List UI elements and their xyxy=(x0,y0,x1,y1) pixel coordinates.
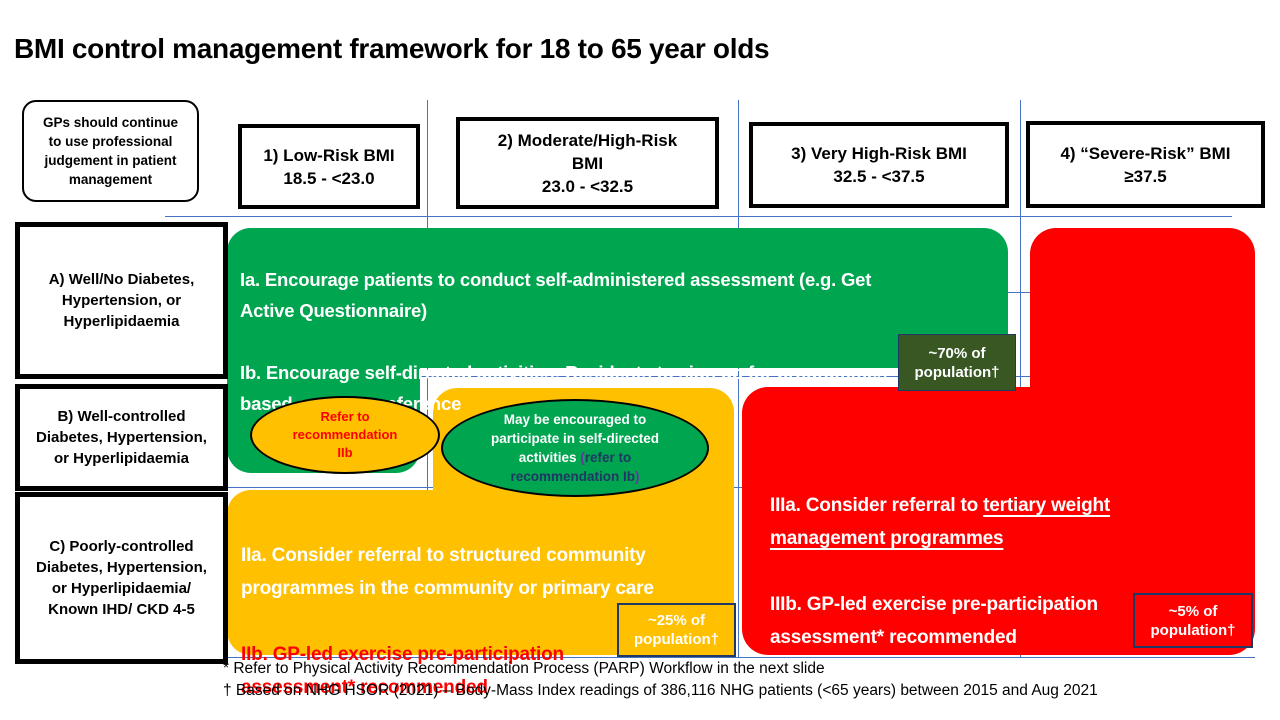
footnote-nhg-hsor: † Based on NHG HSOR (2021) – Body-Mass I… xyxy=(223,682,1098,699)
grid-vline-col1-col2 xyxy=(427,100,428,658)
recommendation-ia: Ia. Encourage patients to conduct self-a… xyxy=(240,269,872,321)
bmi-column-1-name: 1) Low-Risk BMI xyxy=(263,145,395,165)
bmi-column-2-name: 2) Moderate/High-Risk BMI xyxy=(497,130,678,173)
population-badge-5: ~5% of population† xyxy=(1133,593,1253,648)
bmi-column-4-severe-risk: 4) “Severe-Risk” BMI ≥37.5 xyxy=(1026,121,1265,208)
bmi-column-4-name: 4) “Severe-Risk” BMI xyxy=(1060,143,1231,163)
callout-self-directed-activities: May be encouraged to participate in self… xyxy=(441,399,709,497)
population-badge-70: ~70% of population† xyxy=(898,334,1016,391)
bmi-column-3-very-high-risk: 3) Very High-Risk BMI 32.5 - <37.5 xyxy=(749,122,1009,208)
recommendation-orange-text: IIa. Consider referral to structured com… xyxy=(241,506,733,720)
bmi-column-3-name: 3) Very High-Risk BMI xyxy=(791,144,967,163)
population-badge-25: ~25% of population† xyxy=(617,603,736,657)
recommendation-iiia-prefix: IIIa. Consider referral to xyxy=(770,495,984,516)
row-label-b: B) Well-controlled Diabetes, Hypertensio… xyxy=(15,384,228,491)
grid-hline-header xyxy=(165,216,1232,217)
gp-judgement-note: GPs should continue to use professional … xyxy=(22,100,199,202)
grid-vline-col2-col3 xyxy=(738,100,739,658)
page-title: BMI control management framework for 18 … xyxy=(14,33,770,64)
callout-self-directed-main: May be encouraged to participate in self… xyxy=(490,412,660,465)
callout-self-directed-text: May be encouraged to participate in self… xyxy=(491,410,659,486)
bmi-column-2-moderate-high-risk: 2) Moderate/High-Risk BMI 23.0 - <32.5 xyxy=(456,117,719,209)
bmi-column-1-low-risk: 1) Low-Risk BMI 18.5 - <23.0 xyxy=(238,124,420,209)
recommendation-iib: IIb. GP-led exercise pre-participation a… xyxy=(241,644,564,698)
recommendation-iiia-underlined: tertiary weight management programmes xyxy=(770,495,1111,549)
grid-hline-bottom xyxy=(165,657,1255,658)
bmi-column-2-range: 23.0 - <32.5 xyxy=(541,176,634,196)
bmi-column-4-range: ≥37.5 xyxy=(1124,166,1167,186)
grid-hline-2 xyxy=(165,376,1232,377)
recommendation-red-text: IIIa. Consider referral to tertiary weig… xyxy=(770,456,1252,687)
footnote-parp: * Refer to Physical Activity Recommendat… xyxy=(223,660,825,677)
callout-refer-recommendation-iib: Refer to recommendation IIb xyxy=(250,396,440,474)
recommendation-iiia: IIIa. Consider referral to tertiary weig… xyxy=(770,489,1252,555)
bmi-column-1-range: 18.5 - <23.0 xyxy=(283,168,375,188)
recommendation-iiib: IIIb. GP-led exercise pre-participation … xyxy=(770,594,1098,648)
row-label-c: C) Poorly-controlled Diabetes, Hypertens… xyxy=(15,492,228,664)
recommendation-iia: IIa. Consider referral to structured com… xyxy=(241,545,654,599)
row-label-a: A) Well/No Diabetes, Hypertension, or Hy… xyxy=(15,222,228,379)
callout-self-directed-ref: refer to recommendation Ib xyxy=(510,450,635,484)
callout-paren-open: ( xyxy=(580,450,585,465)
grid-vline-col3-col4 xyxy=(1020,100,1021,658)
bmi-column-3-range: 32.5 - <37.5 xyxy=(833,167,925,186)
callout-paren-close: ) xyxy=(635,469,640,484)
